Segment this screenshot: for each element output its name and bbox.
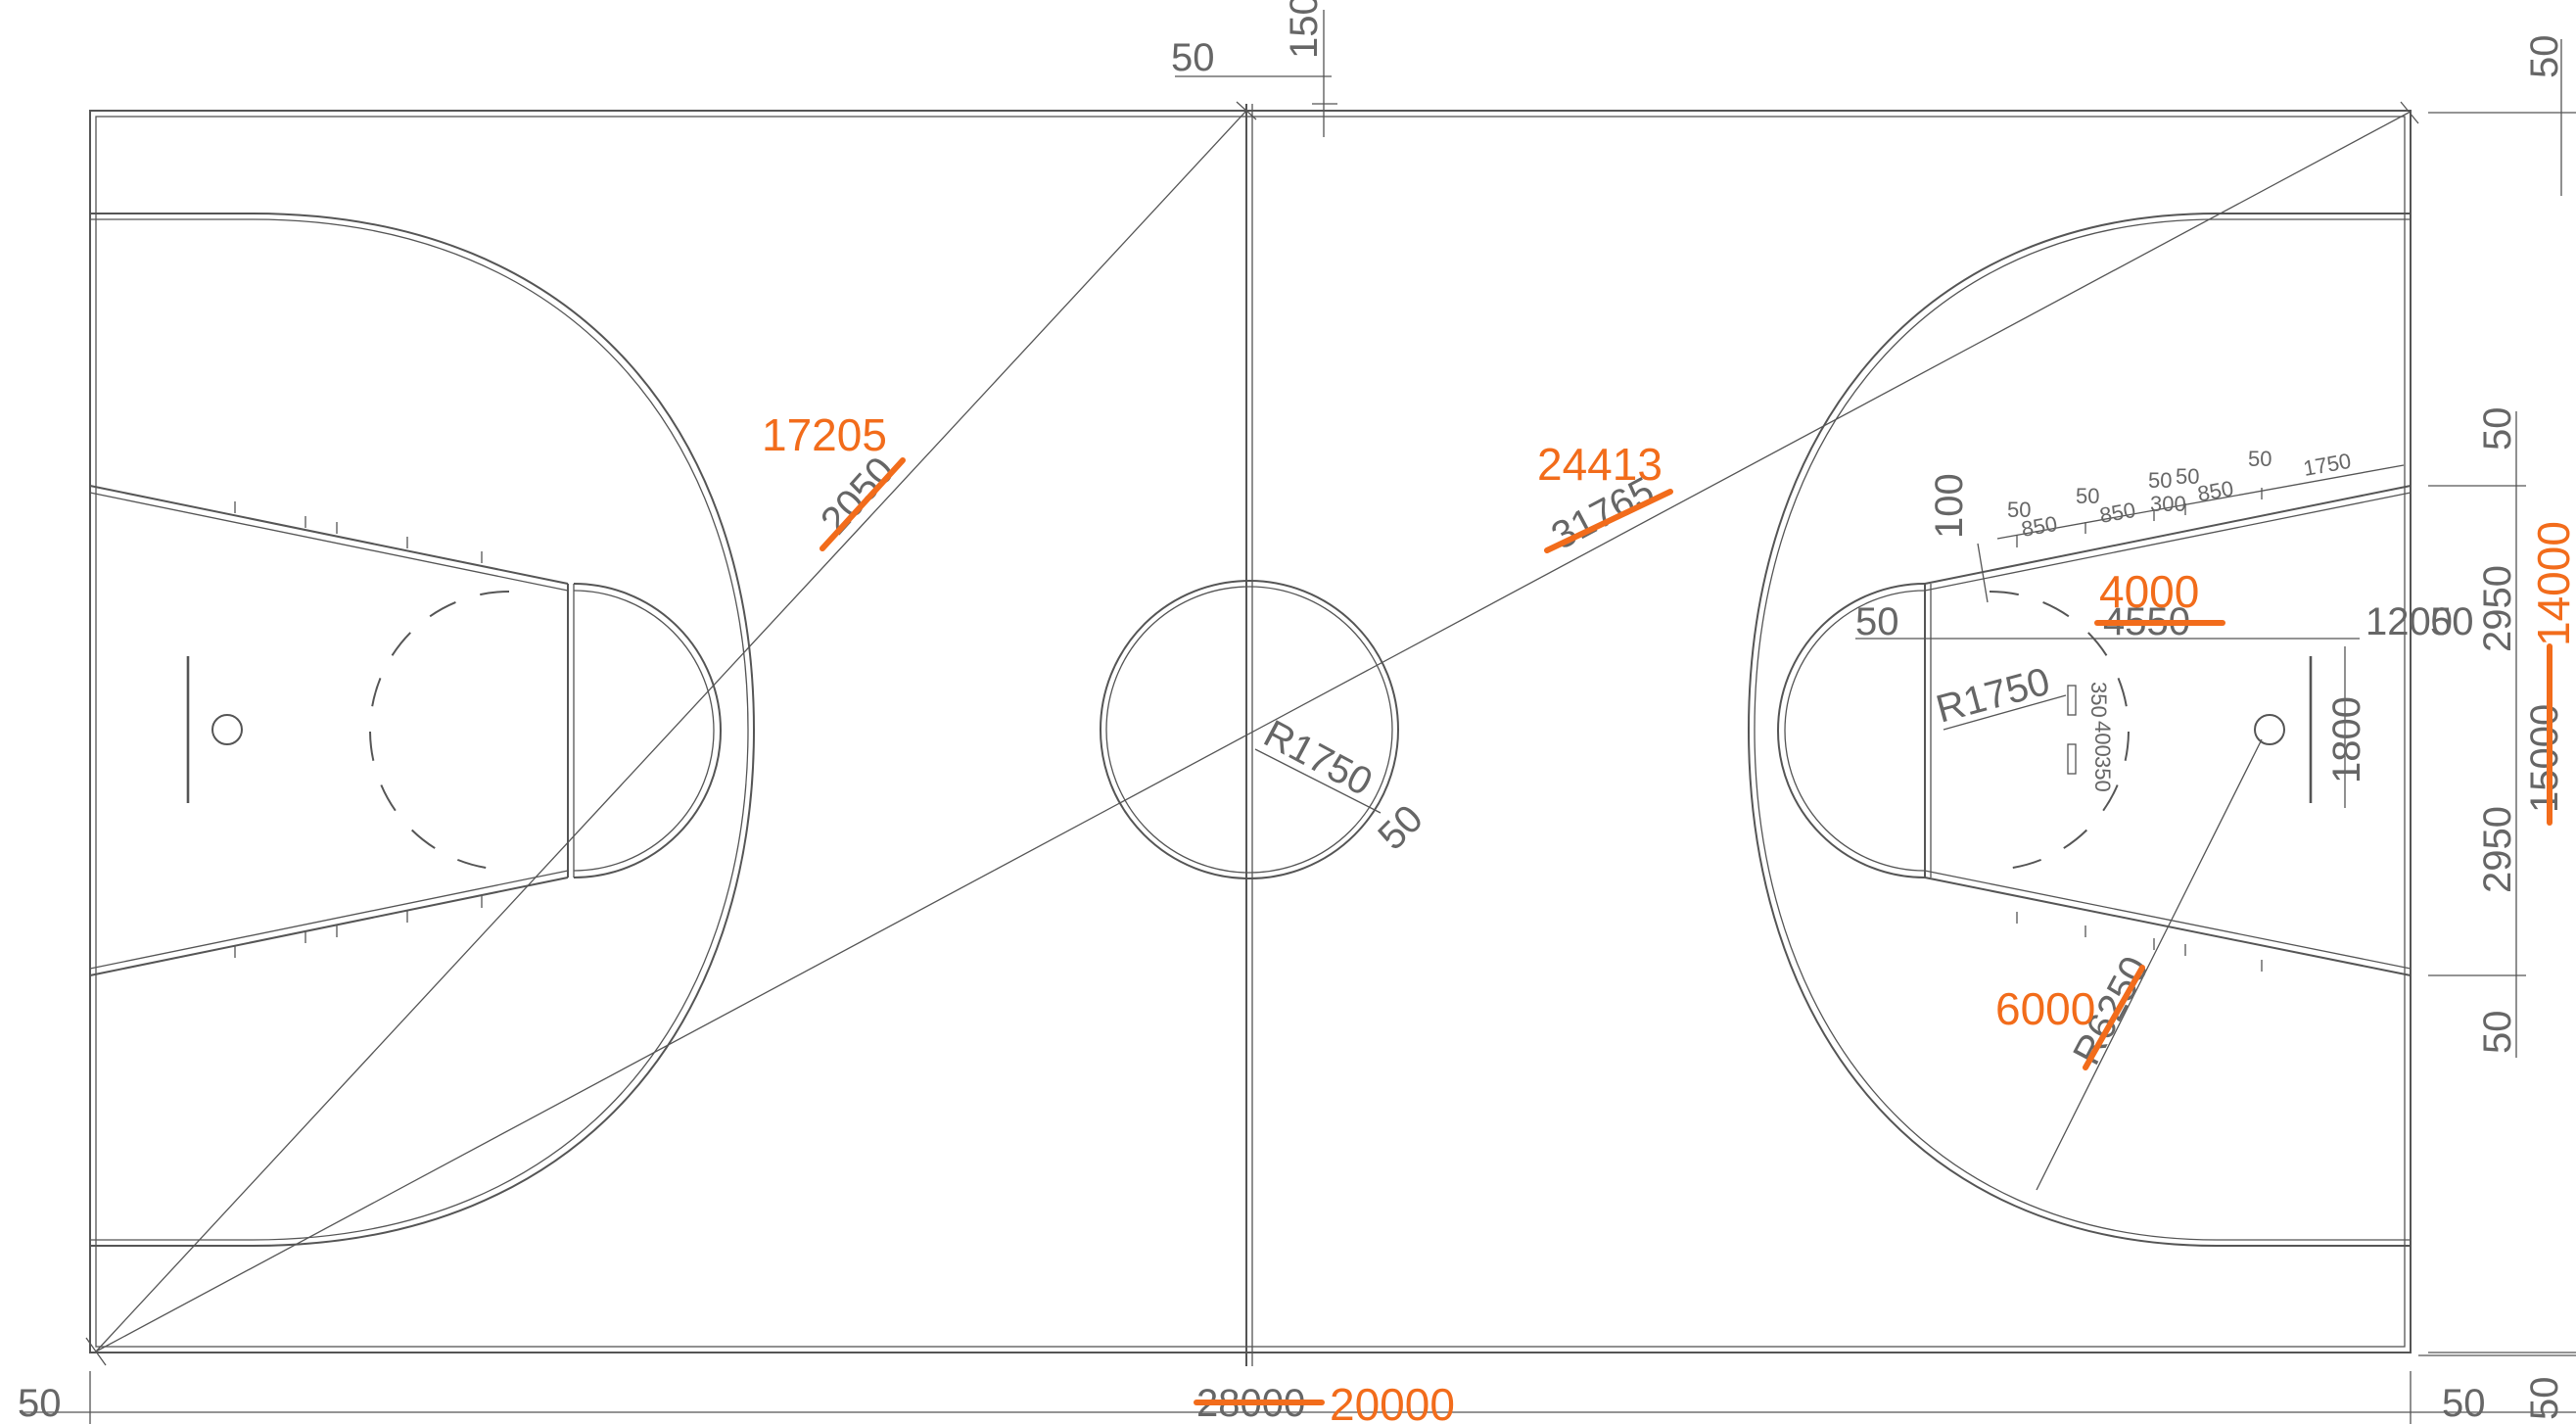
dim-right-2950-a: 2950 bbox=[2476, 565, 2519, 652]
dim-bottom-right-50-b: 50 bbox=[2523, 1377, 2566, 1421]
mark-label: 50 bbox=[2148, 468, 2172, 493]
center-circle bbox=[1100, 580, 1399, 879]
internal-dimensions bbox=[1254, 464, 2405, 1191]
dim-lane-1800: 1800 bbox=[2325, 696, 2368, 783]
annotations: 17205 24413 4000 6000 20000 14000 bbox=[762, 409, 2576, 1424]
strike-diag-main bbox=[1544, 489, 1673, 553]
mark-label: 850 bbox=[2196, 476, 2236, 506]
mark-label: 50 bbox=[2176, 464, 2199, 489]
dim-top-50: 50 bbox=[1171, 36, 1215, 79]
annotation-lane: 4000 bbox=[2099, 566, 2199, 617]
three-point-arc-right bbox=[1747, 213, 2218, 1247]
mark-label: 300 bbox=[2150, 492, 2186, 516]
annotation-length: 20000 bbox=[1330, 1379, 1455, 1424]
dim-bottom-left-50: 50 bbox=[18, 1382, 62, 1424]
dim-top-150: 150 bbox=[1283, 0, 1326, 59]
arc-label-400: 400 bbox=[2090, 721, 2115, 757]
three-point-straight-lines bbox=[90, 213, 2411, 1247]
mark-labels: 50 850 50 850 50 50 300 850 50 1750 350 … bbox=[2007, 447, 2353, 792]
dim-right-50-a: 50 bbox=[2476, 407, 2519, 451]
arc-label-350-a: 350 bbox=[2086, 682, 2111, 718]
mark-label: 850 bbox=[2098, 498, 2138, 528]
dim-lane-1200: 1200 bbox=[2365, 600, 2453, 643]
restricted-area-left bbox=[89, 485, 722, 976]
dim-r1750-left: R1750 bbox=[1932, 660, 2054, 732]
diagonal-lines bbox=[85, 101, 2419, 1366]
dim-width-total: 15000 bbox=[2523, 704, 2566, 813]
dim-top-right-50: 50 bbox=[2523, 35, 2566, 79]
dim-r1750-center: R1750 bbox=[1257, 712, 1380, 804]
dim-right-50-b: 50 bbox=[2476, 1011, 2519, 1055]
annotation-diagonal-main: 24413 bbox=[1537, 439, 1663, 490]
mark-label: 50 bbox=[2248, 447, 2272, 471]
dim-center-50: 50 bbox=[1370, 797, 1431, 859]
arc-label-350-b: 350 bbox=[2090, 756, 2115, 792]
right-dimensions bbox=[2428, 411, 2576, 1353]
mark-label: 50 bbox=[2007, 498, 2031, 522]
annotation-diagonal-left: 17205 bbox=[762, 409, 887, 460]
court-boundary bbox=[89, 110, 2412, 1353]
strike-diag-left bbox=[820, 457, 906, 551]
mark-label: 850 bbox=[2020, 511, 2060, 542]
mark-label: 50 bbox=[2076, 484, 2099, 508]
bottom-dimensions bbox=[20, 1354, 2576, 1424]
dim-lane-50: 50 bbox=[1855, 600, 1899, 643]
dim-bottom-right-50-a: 50 bbox=[2442, 1382, 2486, 1424]
strike-three-point bbox=[2083, 965, 2145, 1070]
top-dimensions bbox=[1175, 10, 2576, 196]
three-point-arc-left bbox=[252, 213, 756, 1247]
dim-right-2950-b: 2950 bbox=[2476, 806, 2519, 893]
dim-side-50: 50 bbox=[2430, 600, 2474, 643]
dim-lane-100: 100 bbox=[1928, 473, 1971, 539]
annotation-three-point: 6000 bbox=[1995, 983, 2095, 1034]
annotation-width: 14000 bbox=[2528, 521, 2576, 646]
